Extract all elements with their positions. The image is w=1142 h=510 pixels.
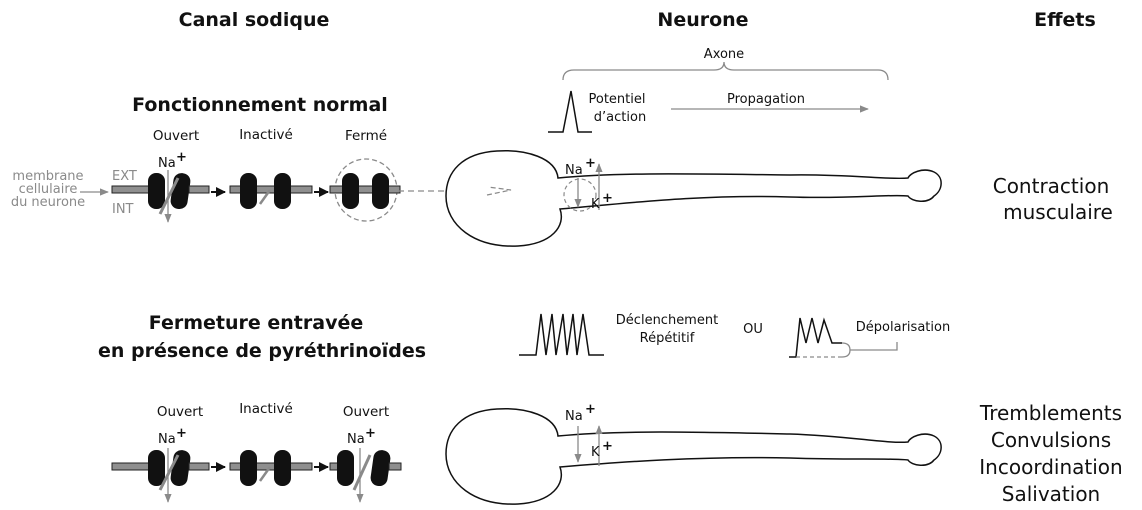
pyre-state-open-2: Ouvert (343, 404, 389, 420)
axone-label: Axone (704, 47, 744, 62)
pyre-state-inactivated: Inactivé (239, 401, 293, 417)
daction-label: d’action (594, 110, 646, 125)
normal-state-open: Ouvert (153, 128, 199, 144)
effect-convulsions: Convulsions (991, 428, 1111, 452)
int-label: INT (112, 202, 134, 217)
action-potential-waveform (548, 91, 592, 132)
effect-tremblements: Tremblements (979, 401, 1122, 425)
na-plus-sign: + (176, 150, 187, 165)
axone-brace (563, 62, 888, 80)
neuron1-k-label: K (591, 197, 600, 212)
neuron1-na-plus: + (585, 156, 596, 171)
pyre-state-open-1: Ouvert (157, 404, 203, 420)
header-neurone: Neurone (657, 9, 748, 31)
svg-text:Na: Na (347, 432, 365, 447)
membrane-label-3: du neurone (11, 195, 85, 210)
neuron-normal (446, 151, 941, 246)
normal-state-inactivated: Inactivé (239, 127, 293, 143)
pyre-channel-inactivated (230, 450, 312, 486)
repetitive-firing-waveform (519, 314, 604, 355)
na-ion-label: Na (158, 156, 176, 171)
normal-state-closed: Fermé (345, 128, 387, 144)
effect-incoordination: Incoordination (979, 455, 1122, 479)
neuron2-k-label: K (591, 445, 600, 460)
neuron2-na-label: Na (565, 409, 583, 424)
svg-text:+: + (365, 426, 376, 441)
header-canal-sodique: Canal sodique (179, 9, 330, 31)
effect-contraction: Contraction (993, 174, 1110, 198)
pyrethroid-title-line2: en présence de pyréthrinoïdes (98, 340, 426, 362)
repetitif-label: Répétitif (640, 331, 695, 346)
pyre-channel-open-2: Na + (330, 426, 401, 502)
depolarisation-label: Dépolarisation (856, 320, 950, 335)
channel-inactivated (230, 173, 312, 209)
depolarisation-waveform (789, 318, 842, 357)
normal-function-title: Fonctionnement normal (132, 94, 388, 116)
ext-label: EXT (112, 169, 137, 184)
declenchement-label: Déclenchement (616, 313, 718, 328)
depolarisation-leader (850, 342, 897, 350)
neuron-pyrethroid (446, 409, 941, 504)
neuron1-na-label: Na (565, 163, 583, 178)
neuron2-k-plus: + (602, 439, 613, 454)
neuron2-na-plus: + (585, 402, 596, 417)
svg-text:Na: Na (158, 432, 176, 447)
svg-text:+: + (176, 426, 187, 441)
effect-salivation: Salivation (1002, 482, 1100, 506)
ou-label: OU (743, 322, 763, 337)
potentiel-label: Potentiel (589, 92, 646, 107)
neuron1-k-plus: + (602, 191, 613, 206)
effect-musculaire: musculaire (1003, 200, 1113, 224)
pyre-channel-open-1: Na + (112, 426, 209, 502)
propagation-label: Propagation (727, 92, 805, 107)
channel-closed (330, 159, 400, 221)
header-effets: Effets (1034, 9, 1096, 31)
pyrethroid-title-line1: Fermeture entravée (149, 312, 363, 334)
